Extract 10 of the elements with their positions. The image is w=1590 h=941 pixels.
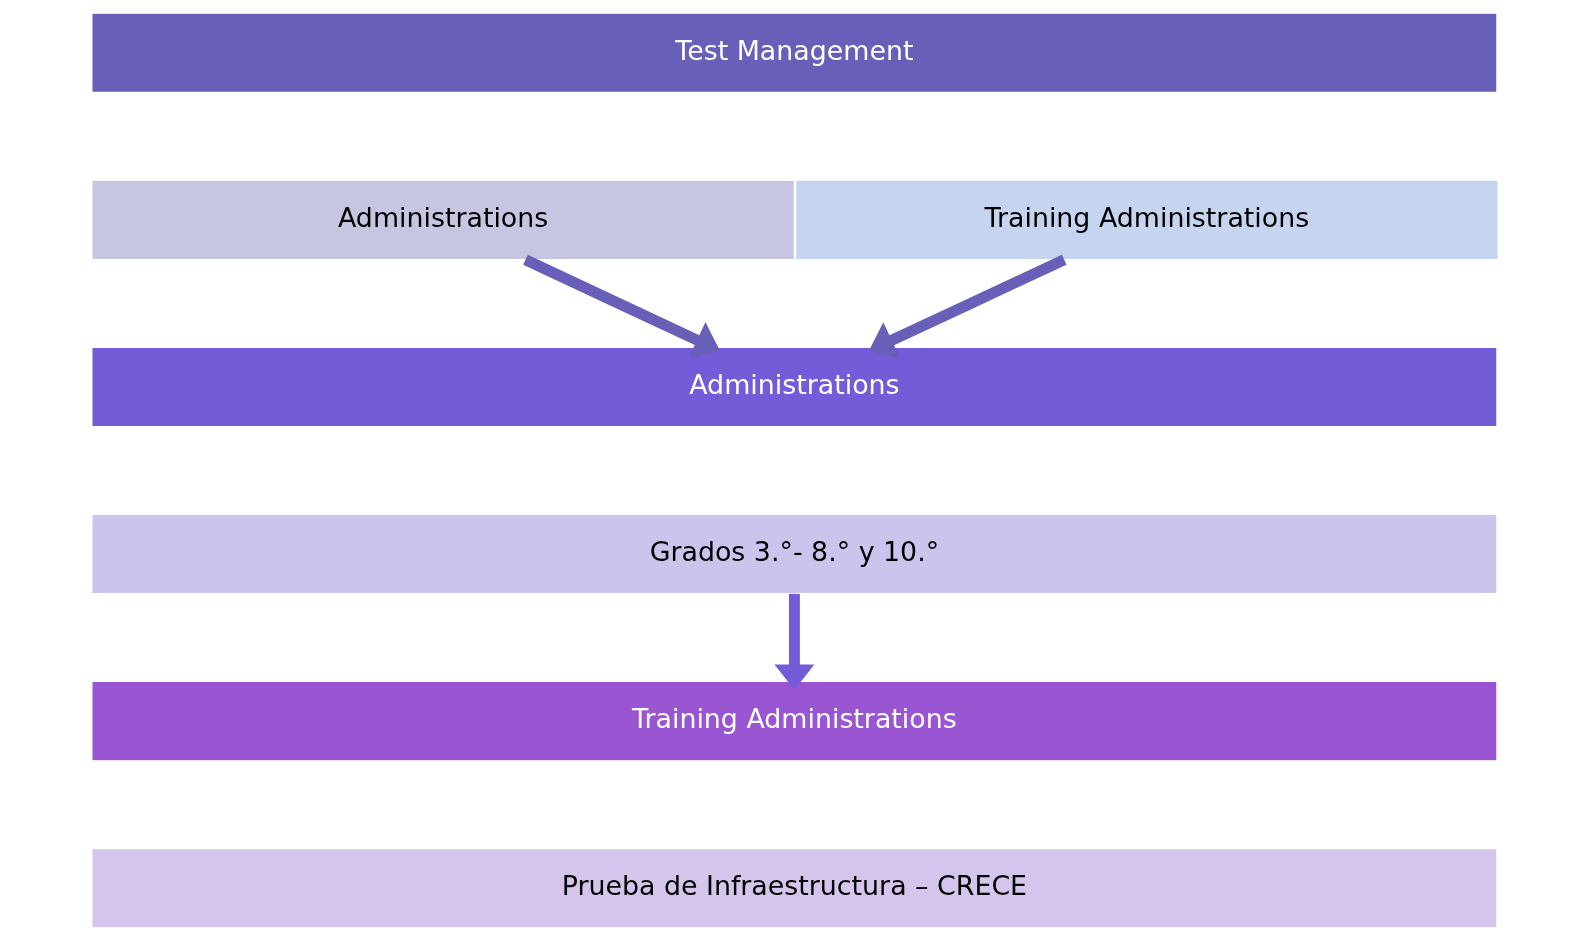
- node-box: Administrations: [91, 346, 1498, 428]
- node-box: Training Administrations: [795, 179, 1499, 261]
- node-box: Test Management: [91, 12, 1498, 93]
- node-box: Prueba de Infraestructura – CRECE: [91, 848, 1498, 929]
- node-box: Training Administrations: [91, 680, 1498, 762]
- node-box: Administrations: [91, 179, 795, 261]
- arrow: [774, 593, 815, 690]
- arrow: [523, 254, 720, 359]
- arrow: [868, 254, 1067, 359]
- node-box: Grados 3.°- 8.° y 10.°: [91, 513, 1498, 595]
